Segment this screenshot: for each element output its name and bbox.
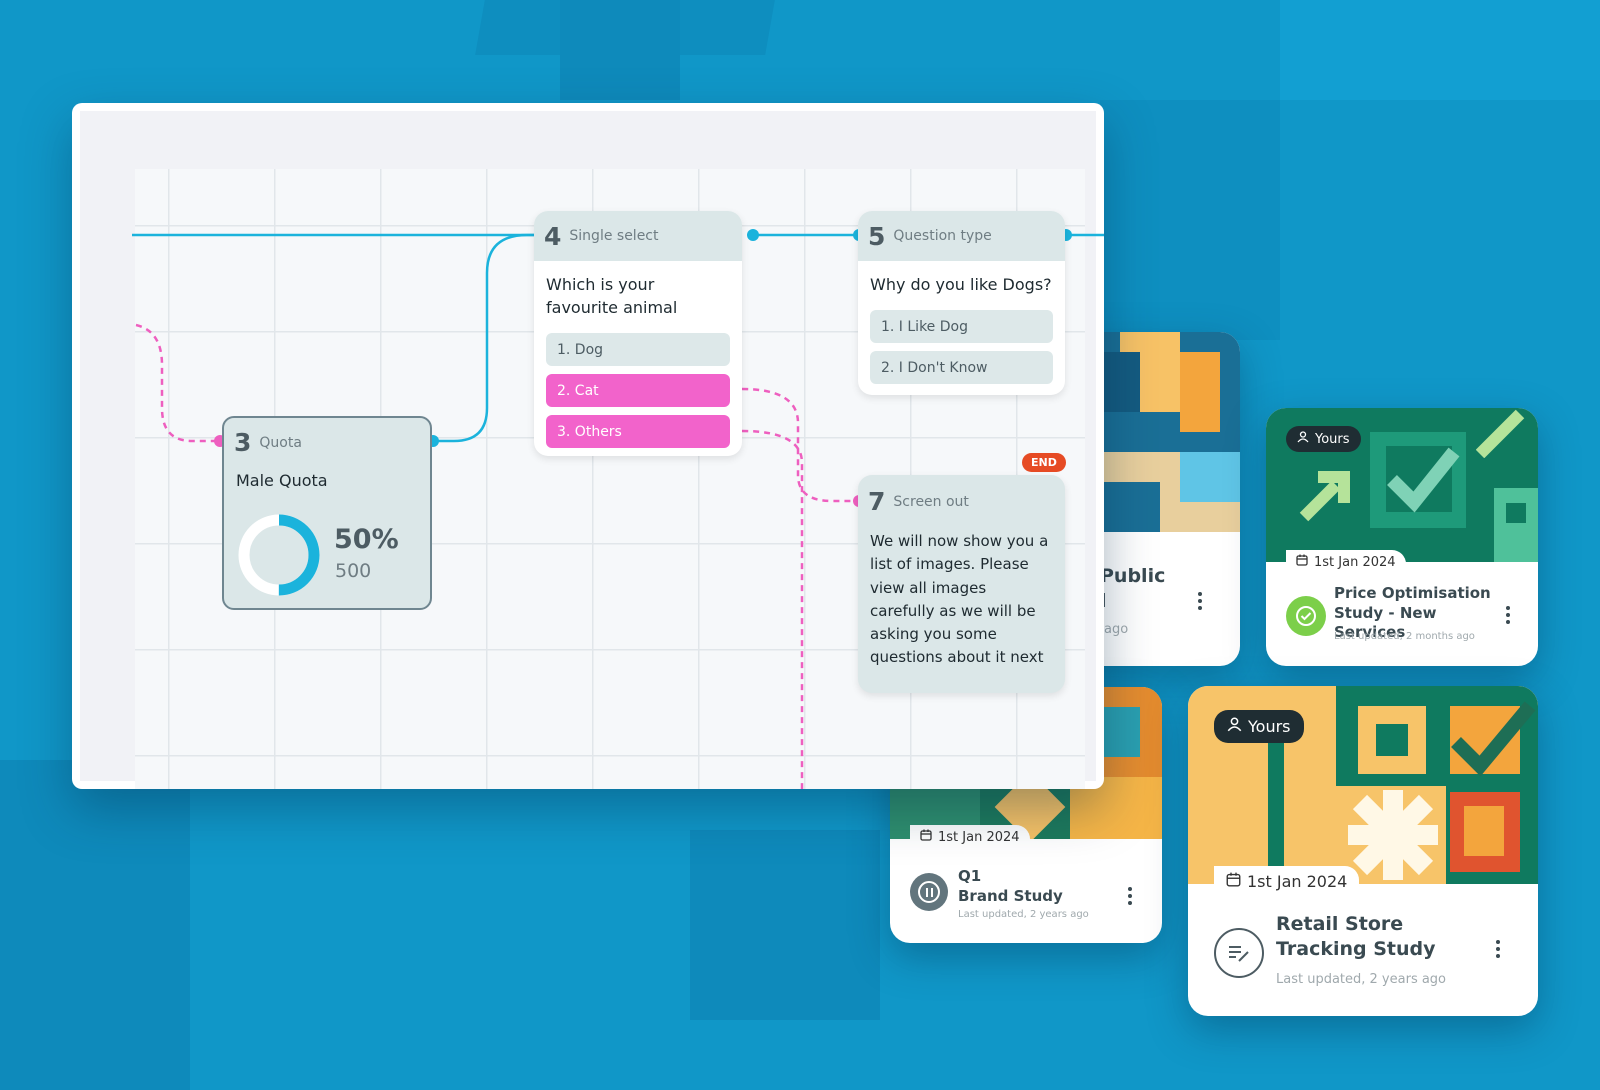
pause-icon — [910, 873, 948, 911]
end-badge: END — [1022, 453, 1066, 472]
connector-port — [747, 229, 759, 241]
node-type-label: Question type — [893, 228, 992, 244]
calendar-icon — [920, 829, 932, 845]
card-artwork — [1188, 686, 1538, 884]
quota-donut — [238, 514, 320, 596]
node-number: 3 — [234, 428, 252, 457]
more-options-icon[interactable] — [1198, 592, 1202, 610]
check-circle-icon — [1286, 596, 1326, 636]
flow-node-screen-out[interactable]: 7 Screen out We will now show you a list… — [858, 475, 1065, 693]
node-type-label: Screen out — [893, 493, 969, 510]
card-last-updated: Last updated, 2 years ago — [958, 909, 1089, 920]
card-title: Public l — [1100, 565, 1166, 612]
flow-node-single-select[interactable]: 4 Single select Which is your favourite … — [534, 211, 742, 456]
option-i-like-dog[interactable]: 1. I Like Dog — [870, 310, 1053, 344]
quota-percent: 50% — [334, 524, 399, 555]
card-date: 1st Jan 2024 — [910, 825, 1030, 849]
node-type-label: Single select — [569, 228, 659, 244]
bg-shape — [1280, 0, 1600, 100]
study-card-retail-store[interactable]: Yours 1st Jan 2024 Retail Store Tracking… — [1188, 686, 1538, 1016]
link-dashed — [741, 387, 858, 503]
option-i-dont-know[interactable]: 2. I Don't Know — [870, 351, 1053, 385]
link-dashed — [135, 323, 222, 443]
node-number: 7 — [868, 487, 886, 516]
card-date: 1st Jan 2024 — [1286, 550, 1406, 574]
bg-shape — [475, 0, 775, 55]
link-dashed — [741, 429, 804, 789]
ownership-badge: Yours — [1286, 426, 1361, 452]
card-title: Retail Store Tracking Study — [1276, 913, 1436, 960]
quota-count: 500 — [335, 560, 372, 582]
card-title: Price Optimisation Study - New Services — [1334, 584, 1491, 641]
card-last-updated: Last updated, 2 years ago — [1276, 972, 1447, 987]
more-options-icon[interactable] — [1506, 606, 1510, 624]
node-number: 4 — [544, 221, 562, 251]
more-options-icon[interactable] — [1128, 887, 1132, 905]
node-number: 5 — [868, 221, 886, 251]
option-cat[interactable]: 2. Cat — [546, 374, 730, 408]
edit-note-icon — [1214, 928, 1264, 978]
bg-shape — [1100, 100, 1280, 340]
more-options-icon[interactable] — [1496, 940, 1500, 958]
option-others[interactable]: 3. Others — [546, 415, 730, 449]
calendar-icon — [1226, 872, 1241, 891]
node-question: Which is your favourite animal — [546, 275, 678, 318]
bg-shape — [0, 760, 190, 1090]
flow-node-question-type[interactable]: 5 Question type Why do you like Dogs? 1.… — [858, 211, 1065, 395]
calendar-icon — [1296, 554, 1308, 570]
option-dog[interactable]: 1. Dog — [546, 333, 730, 367]
bg-shape — [690, 830, 880, 1020]
user-icon — [1297, 431, 1309, 447]
card-last-updated: Last updated, 2 months ago — [1334, 631, 1475, 642]
node-type-label: Quota — [259, 434, 302, 451]
screen-out-message: We will now show you a list of images. P… — [870, 532, 1049, 667]
card-date: 1st Jan 2024 — [1214, 866, 1360, 897]
node-question: Why do you like Dogs? — [870, 275, 1052, 294]
ownership-badge: Yours — [1214, 710, 1304, 743]
flow-builder-window: 3 Quota Male Quota 50% 500 4 Single sele… — [72, 103, 1104, 789]
card-title: Q1 Brand Study — [958, 867, 1063, 905]
link-line — [434, 233, 539, 443]
card-last-updated: ago — [1104, 622, 1129, 637]
flow-node-quota[interactable]: 3 Quota Male Quota 50% 500 — [222, 416, 432, 610]
study-card-price-optimisation[interactable]: Yours 1st Jan 2024 Price Optimisation St… — [1266, 408, 1538, 666]
user-icon — [1227, 717, 1242, 736]
quota-title: Male Quota — [236, 471, 328, 490]
